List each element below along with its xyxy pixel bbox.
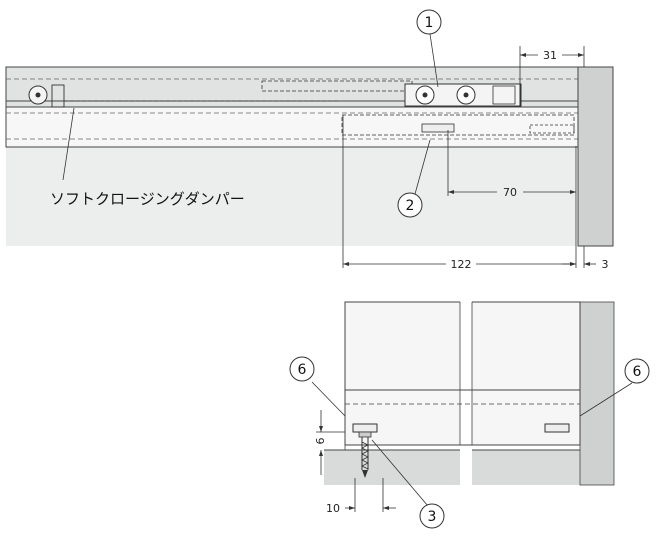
callout-3-label: 3 xyxy=(428,509,437,525)
guide-right xyxy=(544,423,570,433)
callout-2: 2 xyxy=(397,139,431,218)
damper-leader xyxy=(62,107,75,181)
floor xyxy=(324,450,580,485)
stopper xyxy=(341,114,575,136)
dim-9-label: 9 xyxy=(313,438,326,445)
callout-3: 3 xyxy=(371,439,445,529)
callout-6-left: 6 xyxy=(289,356,346,417)
runner-mechanism xyxy=(261,80,522,107)
damper-label: ソフトクロージングダンパー xyxy=(50,190,245,208)
floor-screw xyxy=(358,431,372,478)
callout-1-label: 1 xyxy=(425,15,434,31)
dim-31: 31 xyxy=(520,49,584,62)
dim-122: 122 xyxy=(343,258,576,271)
dim-70-label: 70 xyxy=(503,186,517,199)
callout-6-right-label: 6 xyxy=(633,364,642,380)
break-gap xyxy=(460,300,472,490)
dim-10-label: 10 xyxy=(326,502,340,515)
section-view: 9 10 3 6 6 xyxy=(289,300,650,529)
rail-lower-strip xyxy=(5,106,585,148)
top-view: 31 70 122 3 1 xyxy=(5,9,614,271)
wall-bottom xyxy=(579,301,615,486)
callout-6-right: 6 xyxy=(579,358,650,417)
dim-9: 9 xyxy=(313,410,345,475)
dim-70: 70 xyxy=(448,186,576,199)
dim-3-label: 3 xyxy=(602,258,609,271)
dim-3: 3 xyxy=(562,258,609,271)
dim-122-label: 122 xyxy=(451,258,472,271)
wall-top xyxy=(577,66,614,247)
dim-31-label: 31 xyxy=(543,49,557,62)
door-panel xyxy=(6,146,576,246)
callout-2-label: 2 xyxy=(406,198,415,214)
dim-10: 10 xyxy=(326,478,396,515)
callout-6-left-label: 6 xyxy=(298,362,307,378)
callout-1: 1 xyxy=(416,9,442,88)
guide-left xyxy=(352,423,378,433)
damper-mechanism xyxy=(28,84,340,108)
